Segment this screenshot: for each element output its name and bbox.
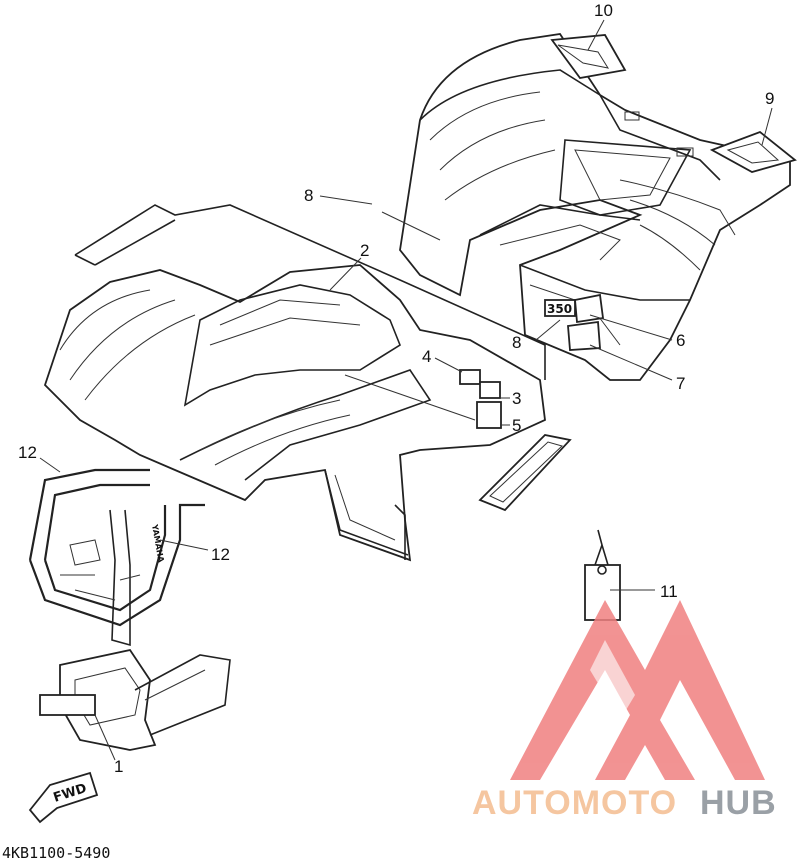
front-fender bbox=[43, 204, 572, 562]
watermark-logo bbox=[510, 600, 765, 780]
callout-11: 11 bbox=[660, 582, 678, 601]
front-guard bbox=[39, 648, 231, 751]
callout-4: 4 bbox=[422, 347, 431, 366]
callout-9: 9 bbox=[765, 89, 774, 108]
callout-8-top: 8 bbox=[304, 186, 313, 205]
callout-10: 10 bbox=[594, 1, 613, 20]
watermark-text-right: HUB bbox=[700, 784, 777, 822]
callout-labels: 10 9 8 2 8 6 7 4 3 5 12 12 11 1 bbox=[18, 1, 774, 776]
callout-8-bottom: 8 bbox=[512, 333, 521, 352]
watermark-text-left: AUTOMOTO bbox=[472, 784, 677, 822]
svg-text:YAMAHA: YAMAHA bbox=[150, 523, 166, 564]
callout-3: 3 bbox=[512, 389, 521, 408]
callout-7: 7 bbox=[676, 374, 685, 393]
callout-5: 5 bbox=[512, 416, 521, 435]
decal-350-text: 350 bbox=[547, 302, 572, 316]
diagram-part-number: 4KB1100-5490 bbox=[2, 844, 110, 861]
front-bumper: YAMAHA bbox=[28, 468, 205, 647]
callout-2: 2 bbox=[360, 241, 369, 260]
rear-fender: 350 bbox=[399, 33, 797, 381]
callout-12-top: 12 bbox=[18, 443, 37, 462]
fwd-arrow: FWD bbox=[28, 771, 99, 824]
callout-12-bottom: 12 bbox=[211, 545, 230, 564]
leader-lines bbox=[39, 19, 773, 761]
callout-6: 6 bbox=[676, 331, 685, 350]
watermark-text: AUTOMOTO HUB bbox=[472, 784, 777, 822]
callout-1: 1 bbox=[114, 757, 123, 776]
